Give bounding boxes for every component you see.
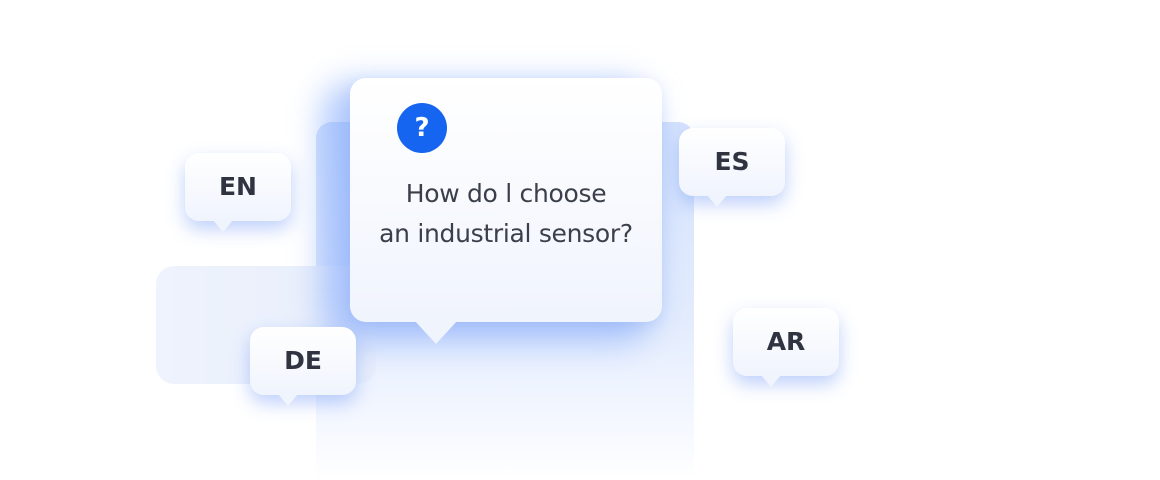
question-circle-icon: ? (397, 103, 447, 153)
language-chip-de: DE (250, 327, 356, 406)
language-chip-ar: AR (733, 308, 839, 387)
question-line-2: an industrial sensor? (379, 219, 633, 248)
question-card-tail (414, 320, 458, 344)
question-text: How do l choose an industrial sensor? (350, 174, 662, 254)
language-chip-es: ES (679, 128, 785, 207)
language-chip-en: EN (185, 153, 291, 232)
question-card: ? How do l choose an industrial sensor? (350, 78, 662, 322)
question-line-1: How do l choose (405, 179, 607, 208)
